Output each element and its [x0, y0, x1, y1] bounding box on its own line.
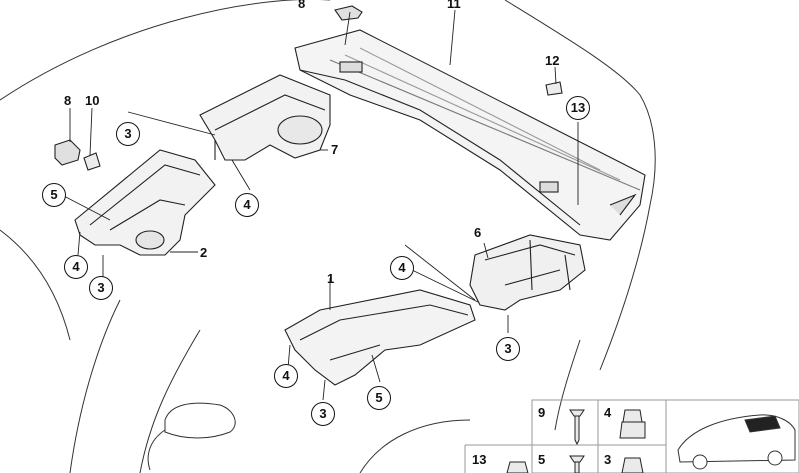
part-label-11: 11 [447, 0, 461, 11]
car-thumbnail-icon [677, 414, 796, 470]
part-label-7: 7 [331, 142, 339, 157]
screw-icon [569, 409, 585, 446]
legend-label-3: 3 [604, 452, 612, 467]
part-label-12: 12 [545, 53, 560, 68]
callout-3-top: 3 [116, 122, 140, 146]
part-2-bracket [74, 149, 216, 256]
car-mirror [164, 402, 236, 439]
clip-icon-13 [506, 461, 529, 473]
legend-label-13: 13 [472, 452, 487, 467]
car-rear-line [0, 229, 71, 341]
part-12-cap [545, 81, 563, 96]
legend-label-4: 4 [604, 405, 612, 420]
callout-4-bottom: 4 [274, 364, 298, 388]
part-label-6: 6 [474, 225, 482, 240]
nut-icon [619, 409, 646, 439]
car-mirror-stem [147, 429, 166, 471]
callout-4-mid: 4 [235, 193, 259, 217]
callout-4-right: 4 [390, 256, 414, 280]
callout-3-right: 3 [496, 337, 520, 361]
part-label-8: 8 [64, 93, 72, 108]
callout-13: 13 [566, 96, 590, 120]
car-body-outline-right [504, 0, 656, 371]
car-body-outline-lower [69, 299, 121, 473]
legend-box [464, 399, 799, 473]
legend-label-9: 9 [538, 405, 546, 420]
nut-icon-3 [621, 457, 644, 473]
part-label-1: 1 [327, 271, 335, 286]
part-11-trim-panel [294, 29, 646, 241]
car-lower-right [554, 339, 581, 431]
callout-3-left: 3 [89, 276, 113, 300]
callout-4-left: 4 [64, 255, 88, 279]
callout-5-bottom: 5 [367, 386, 391, 410]
callout-5-left: 5 [42, 183, 66, 207]
legend-label-5: 5 [538, 452, 546, 467]
car-wheel-arch [359, 419, 471, 473]
part-label-2: 2 [200, 245, 208, 260]
part-label-10: 10 [85, 93, 100, 108]
part-7-tray [199, 74, 331, 161]
screw-icon-5 [569, 455, 585, 473]
car-door-outline [139, 329, 201, 473]
callout-3-bottom: 3 [311, 402, 335, 426]
car-body-outline [0, 0, 330, 101]
part-10-cap [83, 152, 101, 171]
part-label-8-top: 8 [298, 0, 306, 11]
part-1-panel [284, 289, 476, 386]
part-6-frame [469, 234, 586, 311]
